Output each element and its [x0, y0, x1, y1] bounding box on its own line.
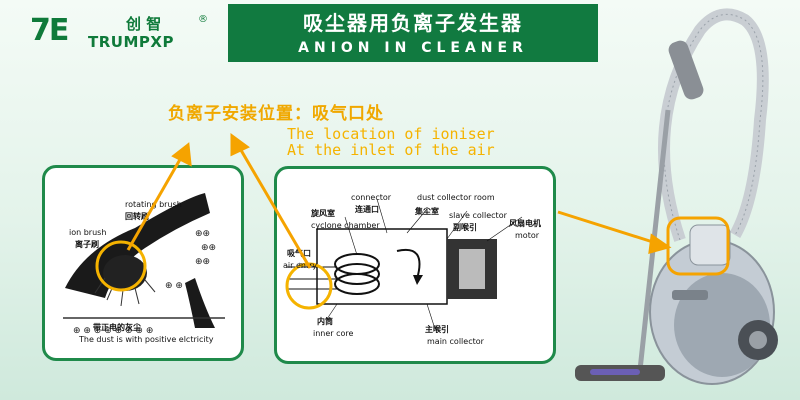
- motor-label-cn: 风扇电机: [509, 219, 541, 228]
- arrow-left-head: [171, 142, 192, 167]
- dust-room-label-cn: 集尘室: [415, 207, 439, 216]
- inner-core-label-en: inner core: [313, 329, 354, 338]
- ion-brush-highlight-circle: [95, 240, 147, 292]
- housing-edge: [185, 278, 215, 328]
- vacuum-wand: [637, 109, 671, 371]
- ion-brush-label-cn: 离子刷: [75, 240, 99, 249]
- positive-charges: ⊕ ⊕ ⊕ ⊕ ⊕ ⊕ ⊕ ⊕ ⊕⊕ ⊕⊕ ⊕⊕ ⊕ ⊕: [73, 229, 216, 336]
- dust-label-en: The dust is with positive elctricity: [79, 335, 214, 344]
- dust-collector-drawing: [285, 198, 523, 330]
- main-collector-label-en: main collector: [427, 337, 484, 346]
- cyclone-label-en: cyclone chamber: [311, 221, 380, 230]
- brand-logo: 7E 创 智 TRUMPXP ®: [30, 14, 210, 52]
- air-entry-label-en: air entry: [283, 261, 318, 270]
- rotating-brush-label-en: rotating brush: [125, 200, 182, 209]
- title-banner: 吸尘器用负离子发生器 ANION IN CLEANER: [228, 4, 598, 62]
- wheel-hub: [749, 331, 767, 349]
- banner-title-en: ANION IN CLEANER: [298, 40, 528, 56]
- location-caption-line1: The location of ioniser: [287, 125, 495, 143]
- inner-core-label-cn: 内筒: [317, 317, 333, 326]
- vacuum-canister: [649, 239, 775, 385]
- cyclone-label-cn: 旋风室: [311, 209, 335, 218]
- svg-text:⊕ ⊕ ⊕ ⊕ ⊕ ⊕ ⊕ ⊕: ⊕ ⊕ ⊕ ⊕ ⊕ ⊕ ⊕ ⊕: [73, 326, 153, 336]
- dust-label-cn: 带正电的灰尘: [93, 323, 141, 332]
- svg-text:⊕⊕: ⊕⊕: [201, 243, 216, 253]
- canister-shell: [674, 273, 770, 377]
- logo-mark: 7E: [30, 13, 69, 48]
- brush-head-panel: ⊕ ⊕ ⊕ ⊕ ⊕ ⊕ ⊕ ⊕ ⊕⊕ ⊕⊕ ⊕⊕ ⊕ ⊕ rotating br…: [42, 165, 244, 361]
- svg-text:⊕ ⊕: ⊕ ⊕: [165, 281, 183, 291]
- arrow-right-head: [230, 133, 250, 157]
- hose-ribs: [663, 13, 764, 241]
- dust-collector-panel: connector 连通口 dust collector room 集尘室 旋风…: [274, 166, 556, 364]
- air-entry-label-cn: 吸气口: [287, 249, 311, 258]
- rotating-brush-label-cn: 回转刷: [125, 212, 149, 221]
- airflow-arrow: [396, 248, 421, 280]
- canister-inlet: [689, 224, 731, 266]
- ion-brush-label-en: ion brush: [69, 228, 107, 237]
- floor-nozzle: [575, 365, 665, 381]
- slave-collector-label-cn: 副喉引: [453, 223, 477, 232]
- connector-label-en: connector: [351, 193, 392, 202]
- arrow-to-cleaner-head: [648, 233, 672, 255]
- arrow-to-cleaner: [557, 210, 657, 245]
- dust-room-label-en: dust collector room: [417, 193, 495, 202]
- vacuum-hose: [658, 8, 769, 242]
- motor-core: [459, 249, 485, 289]
- svg-text:⊕⊕: ⊕⊕: [195, 229, 210, 239]
- registered-mark: ®: [198, 14, 208, 25]
- main-collector-label-cn: 主喉引: [425, 325, 449, 334]
- banner-title-cn: 吸尘器用负离子发生器: [303, 11, 523, 35]
- canister-badge: [672, 290, 708, 300]
- location-caption-line2: At the inlet of the air: [287, 141, 495, 159]
- motor-label-en: motor: [515, 231, 540, 240]
- nozzle-stripe: [590, 369, 640, 375]
- brush-head-drawing: ⊕ ⊕ ⊕ ⊕ ⊕ ⊕ ⊕ ⊕ ⊕⊕ ⊕⊕ ⊕⊕ ⊕ ⊕: [63, 193, 225, 336]
- slave-collector-label-en: slave collector: [449, 211, 507, 220]
- location-headline-cn: 负离子安装位置：吸气口处: [168, 104, 384, 124]
- airflow-arrowhead: [413, 275, 423, 285]
- logo-chinese: 创 智: [126, 15, 162, 33]
- vacuum-handle: [668, 40, 704, 100]
- canister-wheel: [738, 320, 778, 360]
- svg-text:⊕⊕: ⊕⊕: [195, 257, 210, 267]
- connector-label-cn: 连通口: [355, 205, 379, 214]
- cyclone-spiral: [334, 253, 380, 295]
- rotating-brush-roll: [103, 255, 147, 291]
- inlet-highlight-box: [666, 216, 730, 276]
- logo-english: TRUMPXP: [88, 33, 174, 51]
